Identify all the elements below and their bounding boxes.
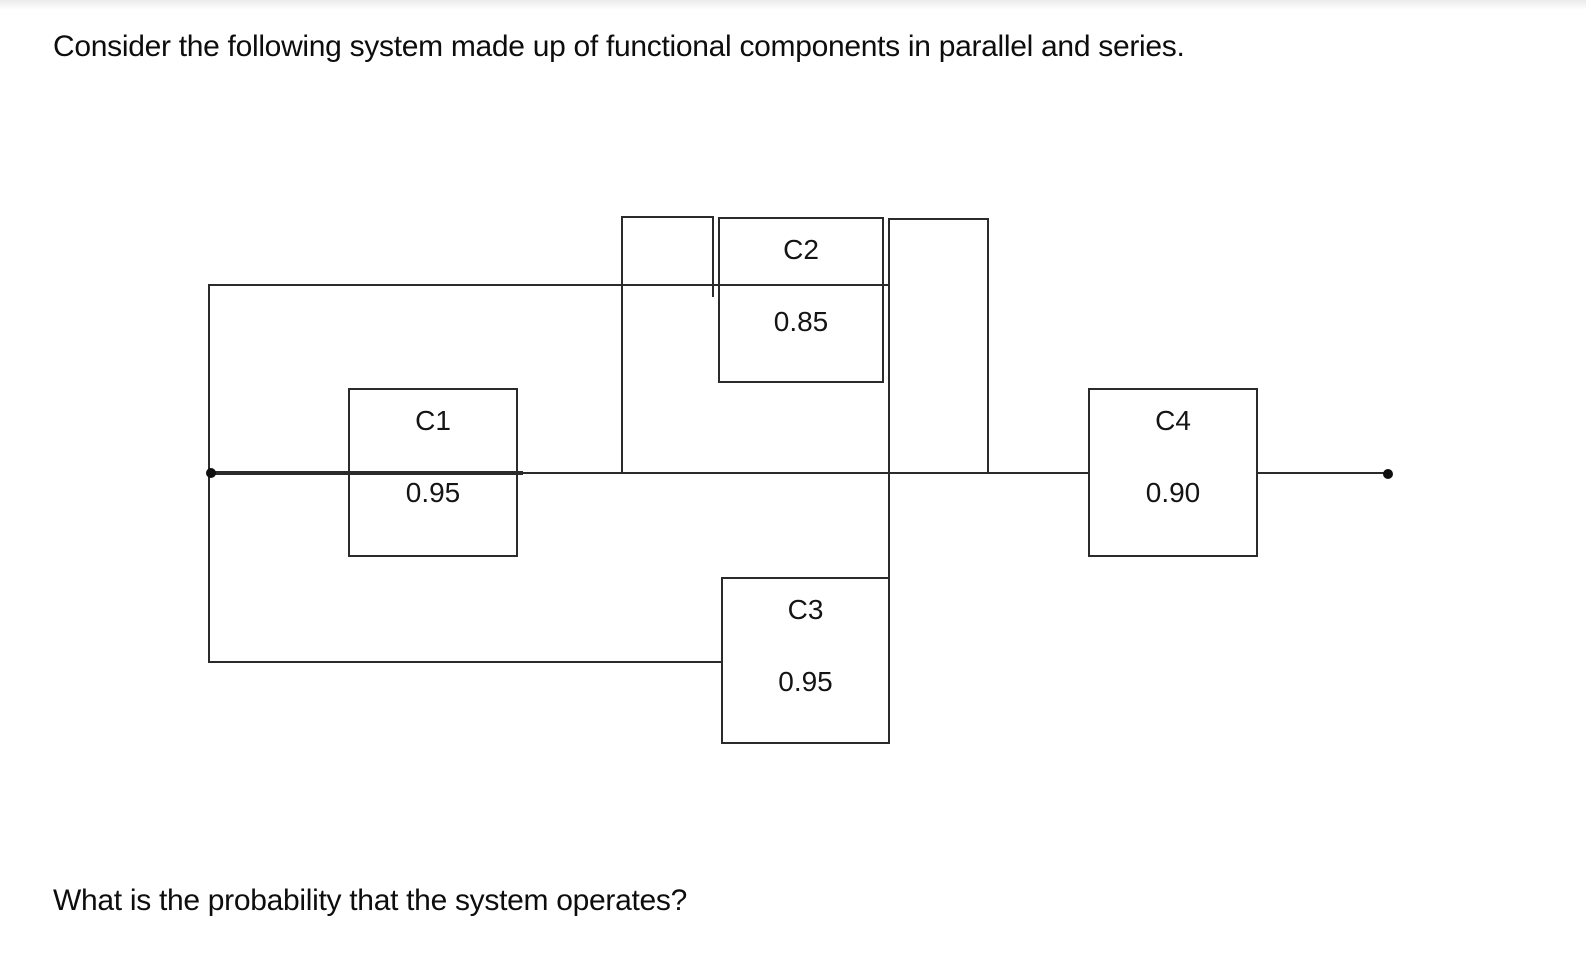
connector-rect-a-left [621, 216, 623, 474]
component-reliability: 0.95 [778, 666, 833, 697]
component-label: C3 [787, 594, 824, 625]
connector-top-rail [208, 284, 890, 286]
component-box-c1: C1 0.95 [348, 388, 518, 557]
component-label: C4 [1155, 405, 1191, 436]
question-text: Consider the following system made up of… [53, 30, 1185, 63]
connector-rect-b-top [888, 218, 989, 220]
connector-merge-riser [888, 218, 890, 578]
connector-center-mid [521, 472, 1088, 474]
component-reliability: 0.95 [405, 477, 461, 508]
connector-rect-a-right [712, 216, 714, 297]
component-box-c3: C3 0.95 [721, 577, 890, 744]
connector-rect-a-top [621, 216, 714, 218]
output-node-dot [1383, 469, 1393, 479]
component-box-c4: C4 0.90 [1088, 388, 1258, 557]
connector-center-thick [211, 471, 523, 475]
component-label: C1 [415, 405, 451, 436]
component-label: C2 [783, 234, 819, 265]
connector-rect-b-right [987, 218, 989, 474]
prompt-text: What is the probability that the system … [53, 884, 687, 917]
component-box-c2: C2 0.85 [718, 217, 884, 383]
connector-center-right [1256, 472, 1388, 474]
top-edge-shadow [0, 0, 1586, 10]
input-node-dot [206, 468, 216, 478]
component-reliability: 0.90 [1145, 477, 1201, 508]
component-reliability: 0.85 [773, 306, 829, 337]
connector-bottom-rail [208, 661, 723, 663]
